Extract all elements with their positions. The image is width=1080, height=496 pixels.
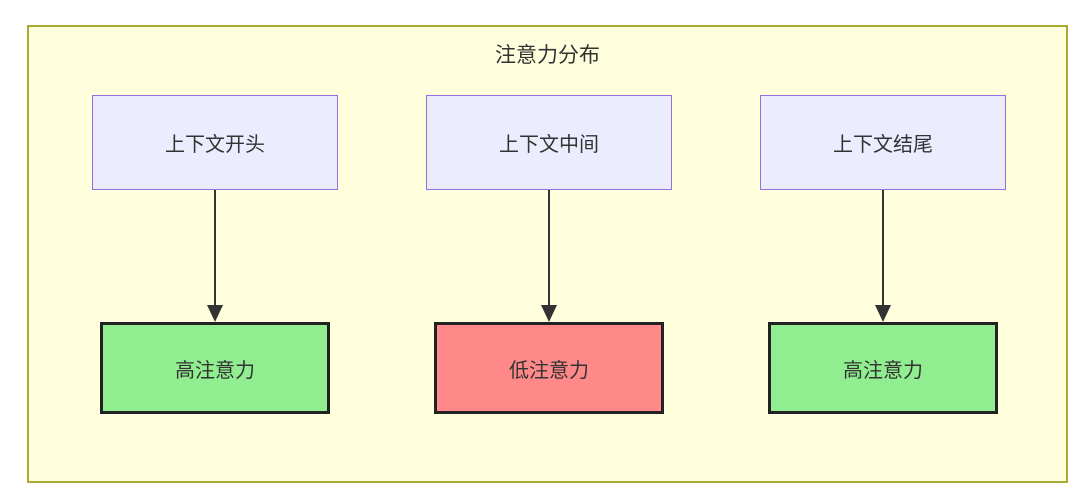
arrow-down-icon	[875, 190, 891, 322]
diagram-canvas: 注意力分布 上下文开头 高注意力 上下文中间 低注意力 上下文结尾	[27, 25, 1068, 483]
node-low-attention: 低注意力	[434, 322, 664, 414]
arrow-down-icon	[541, 190, 557, 322]
node-context-middle: 上下文中间	[426, 95, 672, 190]
node-high-attention-left: 高注意力	[100, 322, 330, 414]
flow-column-end: 上下文结尾 高注意力	[760, 95, 1006, 414]
flow-column-start: 上下文开头 高注意力	[92, 95, 338, 414]
node-context-end: 上下文结尾	[760, 95, 1006, 190]
node-high-attention-right: 高注意力	[768, 322, 998, 414]
arrow-down-icon	[207, 190, 223, 322]
node-context-beginning: 上下文开头	[92, 95, 338, 190]
flow-column-middle: 上下文中间 低注意力	[426, 95, 672, 414]
diagram-title: 注意力分布	[495, 44, 600, 67]
